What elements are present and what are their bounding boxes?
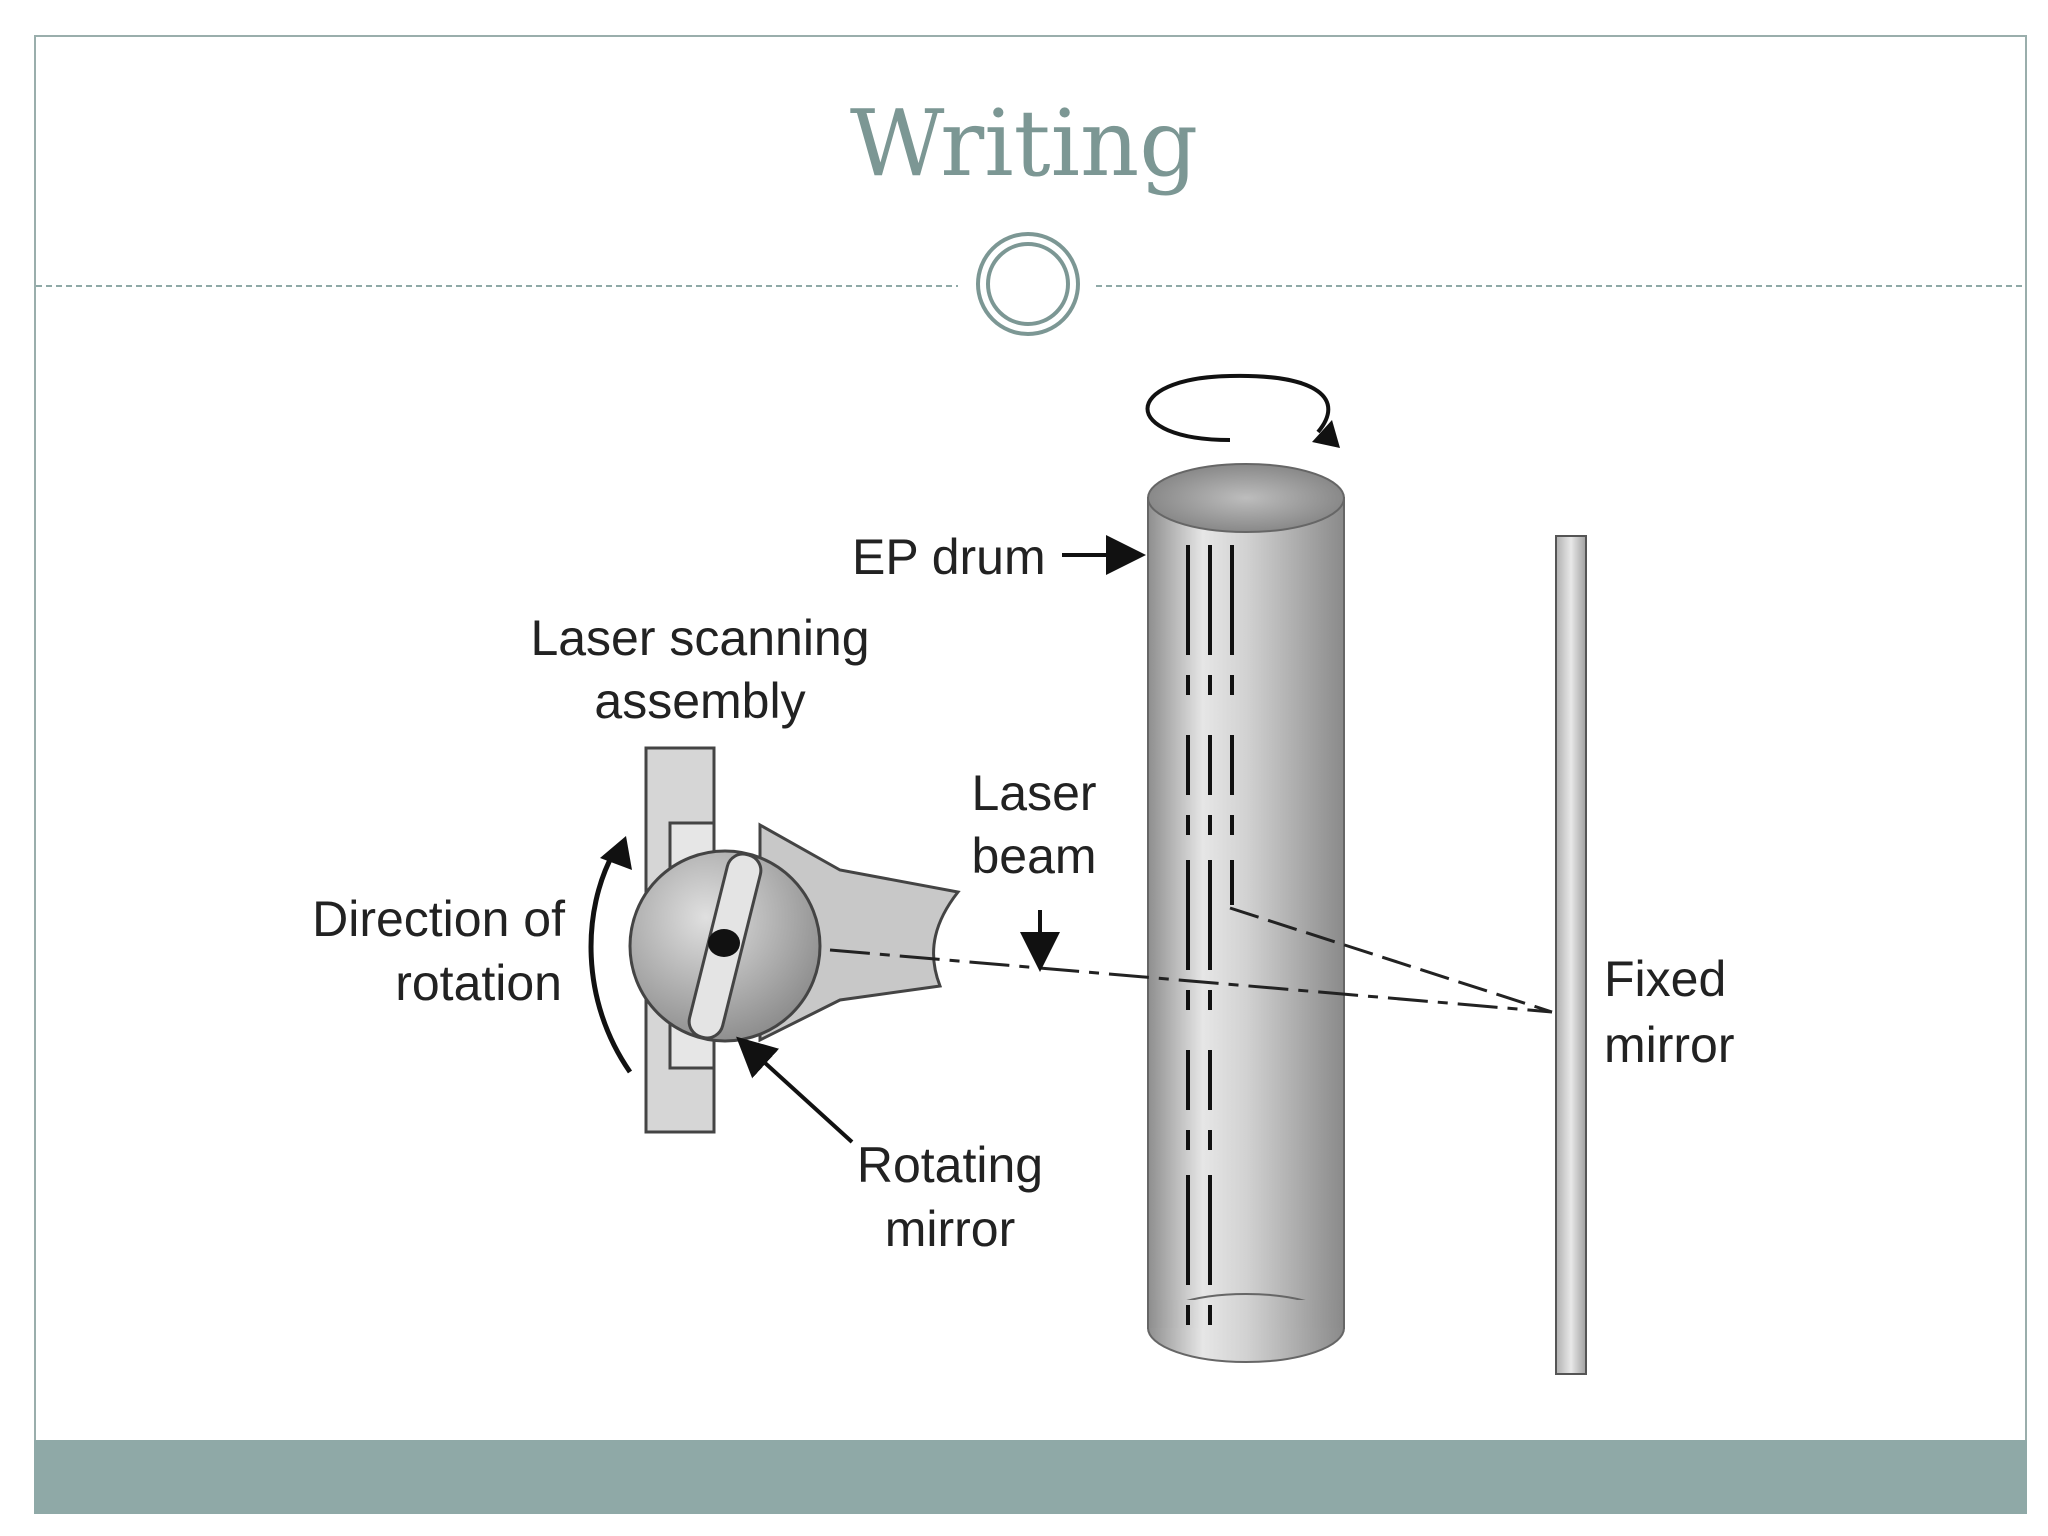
laser-beam	[829, 906, 1553, 1014]
label-laser-beam-line2: beam	[971, 828, 1096, 884]
divider-ornament-outer-icon	[976, 232, 1080, 336]
label-fixed-mirror-line2: mirror	[1604, 1017, 1735, 1073]
label-laser-scanning-line1: Laser scanning	[530, 610, 869, 666]
direction-of-rotation-arrow-icon	[588, 836, 633, 1074]
label-laser-scanning-line2: assembly	[594, 673, 805, 729]
drum-latent-image-lines	[1186, 545, 1234, 1350]
fixed-mirror	[1555, 535, 1587, 1375]
label-pointer-arrows	[736, 535, 1146, 1144]
slide-title: Writing	[849, 90, 1199, 197]
label-fixed-mirror-line1: Fixed	[1604, 951, 1726, 1007]
drum-rotation-arrow-icon	[1145, 373, 1340, 448]
label-direction-line2: rotation	[395, 955, 562, 1011]
divider-ornament-inner-icon	[986, 242, 1070, 326]
label-laser-beam-line1: Laser	[971, 765, 1096, 821]
laser-scanning-assembly	[628, 746, 961, 1134]
title-divider	[36, 232, 2025, 336]
footer-band	[34, 1440, 2027, 1514]
label-rotating-mirror-line1: Rotating	[857, 1137, 1043, 1193]
label-ep-drum: EP drum	[852, 529, 1046, 585]
label-direction-line1: Direction of	[312, 891, 565, 947]
rotating-mirror-pointer-arrow-icon	[736, 1036, 854, 1144]
label-rotating-mirror-line2: mirror	[885, 1201, 1016, 1257]
